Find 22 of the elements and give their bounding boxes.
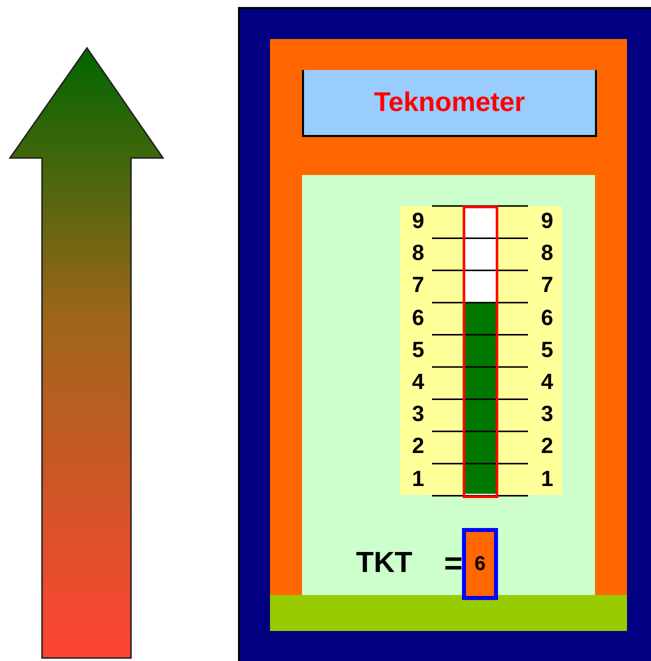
scale-number: 3: [541, 403, 554, 426]
value-label: TKT: [356, 549, 412, 578]
scale-number: 5: [412, 338, 424, 361]
scale-number: 2: [412, 435, 424, 458]
scale-number: 7: [541, 274, 554, 296]
scale-number: 4: [412, 371, 424, 393]
scale-number: 9: [412, 210, 424, 232]
title-box: Teknometer: [302, 70, 597, 137]
scale-number: 9: [541, 210, 554, 232]
scale-number: 2: [541, 435, 554, 458]
scale-number: 1: [412, 468, 424, 490]
scale-number: 5: [541, 338, 554, 361]
scale-number: 6: [541, 306, 554, 329]
scale-number: 8: [541, 242, 554, 264]
scale-number: 8: [412, 242, 424, 264]
scale-number: 7: [412, 274, 424, 296]
scale-number: 6: [412, 306, 424, 329]
value-box: 6: [462, 528, 498, 600]
scale-number: 4: [541, 371, 554, 393]
scale-number: 3: [412, 403, 424, 426]
equals-sign: =: [444, 547, 463, 579]
scale-number: 1: [541, 468, 554, 490]
